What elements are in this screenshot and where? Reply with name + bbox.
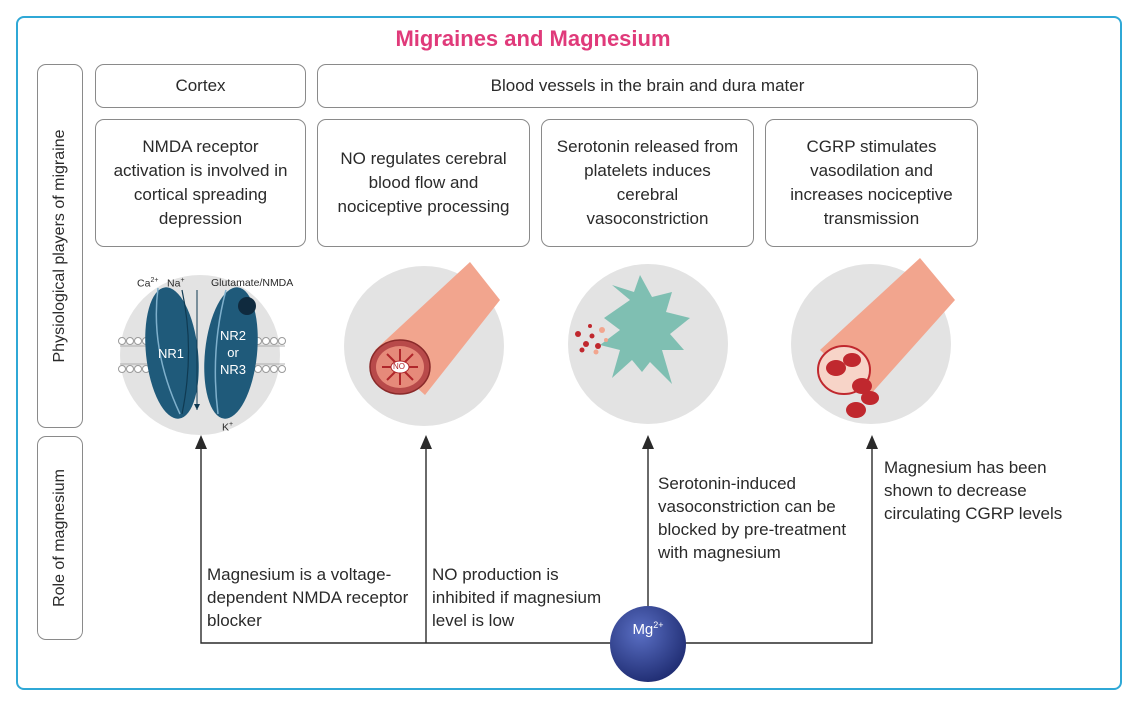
figure-frame [16, 16, 1122, 690]
label-ca-ion: Ca2+ [137, 277, 159, 290]
role-text-nmda: Magnesium is a voltage-dependent NMDA re… [207, 565, 409, 630]
connector-bus [200, 448, 873, 644]
membrane-bottom-row [118, 365, 286, 373]
nmda-receptor-illustration [118, 275, 286, 435]
arrowhead-serotonin [642, 435, 654, 449]
magnesium-label: Mg2+ [632, 620, 664, 638]
header-blood-vessels: Blood vessels in the brain and dura mate… [317, 64, 978, 108]
arrowhead-no [420, 435, 432, 449]
player-box-cgrp: CGRP stimulates vasodilation and increas… [765, 119, 978, 247]
label-k-ion: K+ [222, 421, 234, 434]
arrowhead-nmda [195, 435, 207, 449]
role-text-serotonin: Serotonin-induced vasoconstriction can b… [658, 474, 847, 562]
side-label-role-box: Role of magnesium [37, 436, 83, 640]
label-no: NO [393, 362, 405, 371]
side-label-physiological-box: Physiological players of migraine [37, 64, 83, 428]
role-text-cgrp: Magnesium has been shown to decrease cir… [884, 458, 1063, 523]
header-cortex: Cortex [95, 64, 306, 108]
label-nr2-nr3: NR2 or NR3 [219, 328, 246, 377]
magnesium-ion [610, 606, 686, 682]
role-text-no: NO production is inhibited if magnesium … [432, 565, 602, 630]
player-box-serotonin: Serotonin released from platelets induce… [541, 119, 754, 247]
player-box-no: NO regulates cerebral blood flow and noc… [317, 119, 530, 247]
arrowhead-cgrp [866, 435, 878, 449]
serotonin-platelet-illustration [568, 264, 728, 424]
label-glutamate: Glutamate/NMDA [211, 277, 294, 289]
label-nr1: NR1 [157, 346, 184, 361]
label-na-ion: Na+ [167, 277, 185, 290]
no-vessel-illustration [344, 262, 504, 426]
cgrp-vessel-illustration [791, 258, 955, 424]
membrane-top-row [118, 337, 286, 345]
player-box-nmda: NMDA receptor activation is involved in … [95, 119, 306, 247]
figure-title: Migraines and Magnesium [395, 26, 671, 51]
